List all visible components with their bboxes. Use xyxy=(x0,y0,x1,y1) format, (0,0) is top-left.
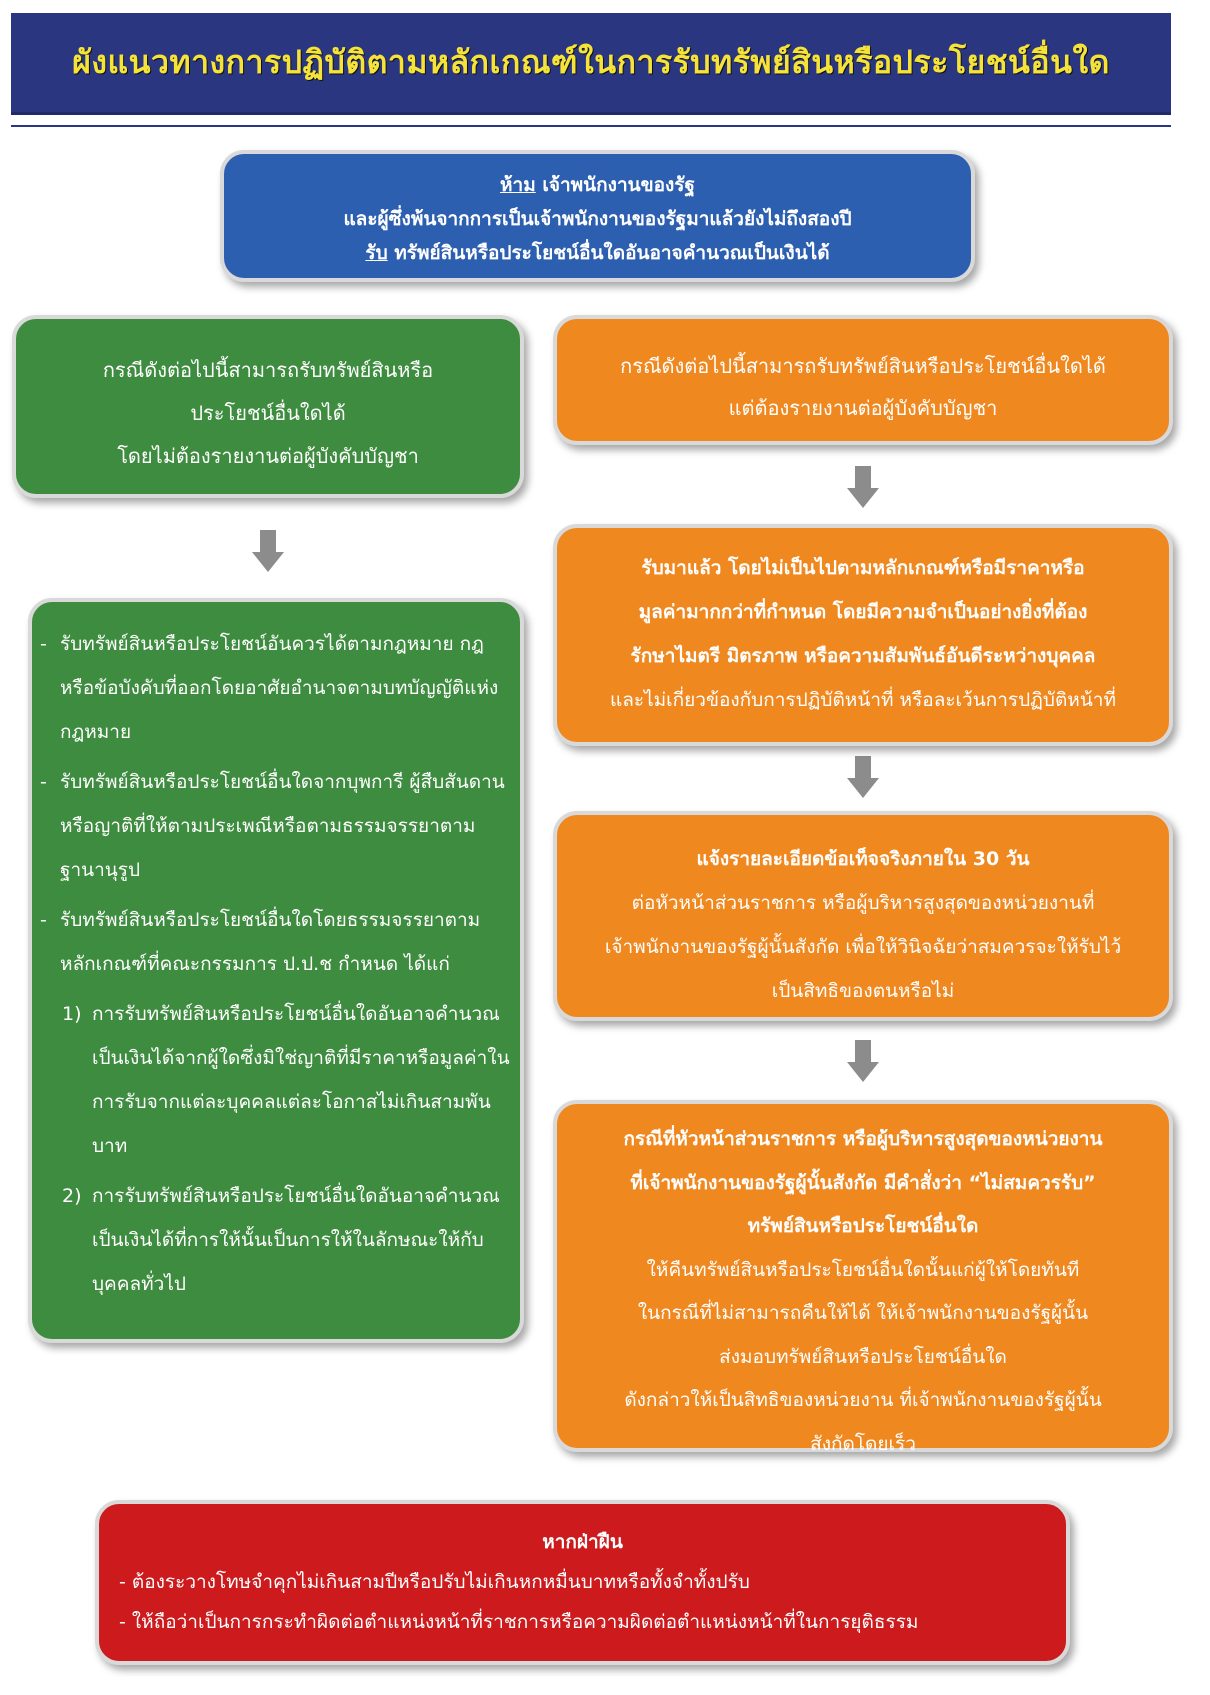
must-report-case-box: กรณีดังต่อไปนี้สามารถรับทรัพย์สินหรือประ… xyxy=(553,315,1173,445)
page-title: ผังแนวทางการปฏิบัติตามหลักเกณฑ์ในการรับท… xyxy=(72,43,1110,81)
list-item: - รับทรัพย์สินหรือประโยชน์อื่นใดโดยธรรมจ… xyxy=(40,898,510,986)
penalty-item: - ต้องระวางโทษจำคุกไม่เกินสามปีหรือปรับไ… xyxy=(119,1571,750,1593)
numbered-item-text: การรับทรัพย์สินหรือประโยชน์อื่นใดอันอาจค… xyxy=(92,1185,500,1295)
numbered-item: 1) การรับทรัพย์สินหรือประโยชน์อื่นใดอันอ… xyxy=(40,992,510,1168)
condition-line: รับมาแล้ว โดยไม่เป็นไปตามหลักเกณฑ์หรือมี… xyxy=(641,557,1085,579)
return-line: สังกัดโดยเร็ว xyxy=(810,1432,916,1455)
prohibition-line-1-rest: เจ้าพนักงานของรัฐ xyxy=(535,174,695,196)
down-arrow-icon xyxy=(845,466,881,510)
header-divider xyxy=(11,125,1171,127)
prohibition-line-3-rest: ทรัพย์สินหรือประโยชน์อื่นใดอันอาจคำนวณเป… xyxy=(387,242,830,264)
report-line: ต่อหัวหน้าส่วนราชการ หรือผู้บริหารสูงสุด… xyxy=(631,892,1095,914)
prohibition-line-2: และผู้ซึ่งพ้นจากการเป็นเจ้าพนักงานของรัฐ… xyxy=(343,208,852,230)
prohibit-word: ห้าม xyxy=(500,174,536,196)
report-line: เป็นสิทธิของตนหรือไม่ xyxy=(771,980,955,1002)
prohibition-line-1: ห้าม เจ้าพนักงานของรัฐ xyxy=(234,168,961,202)
order-line: ทรัพย์สินหรือประโยชน์อื่นใด xyxy=(747,1215,979,1237)
report-line: เจ้าพนักงานของรัฐผู้นั้นสังกัด เพื่อให้ว… xyxy=(604,936,1122,958)
bullet-dash: - xyxy=(40,633,47,655)
return-line: ส่งมอบทรัพย์สินหรือประโยชน์อื่นใด xyxy=(719,1345,1007,1368)
bullet-dash: - xyxy=(40,909,47,931)
exception-condition-box: รับมาแล้ว โดยไม่เป็นไปตามหลักเกณฑ์หรือมี… xyxy=(553,524,1173,746)
must-report-line: กรณีดังต่อไปนี้สามารถรับทรัพย์สินหรือประ… xyxy=(620,354,1106,378)
numbered-item: 2) การรับทรัพย์สินหรือประโยชน์อื่นใดอันอ… xyxy=(40,1174,510,1306)
condition-line: และไม่เกี่ยวข้องกับการปฏิบัติหน้าที่ หรื… xyxy=(610,689,1116,711)
order-line: ที่เจ้าพนักงานของรัฐผู้นั้นสังกัด มีคำสั… xyxy=(630,1171,1096,1194)
return-line: ดังกล่าวให้เป็นสิทธิของหน่วยงาน ที่เจ้าพ… xyxy=(624,1389,1102,1411)
list-item-text: รับทรัพย์สินหรือประโยชน์อื่นใดโดยธรรมจรร… xyxy=(60,909,481,975)
list-item: - รับทรัพย์สินหรือประโยชน์อื่นใดจากบุพกา… xyxy=(40,760,510,892)
report-within-30-days-box: แจ้งรายละเอียดข้อเท็จจริงภายใน 30 วัน ต่… xyxy=(553,811,1173,1021)
prohibition-box: ห้าม เจ้าพนักงานของรัฐ และผู้ซึ่งพ้นจากก… xyxy=(220,150,975,282)
down-arrow-icon xyxy=(250,530,286,574)
condition-line: มูลค่ามากกว่าที่กำหนด โดยมีความจำเป็นอย่… xyxy=(638,601,1088,623)
return-line: ในกรณีที่ไม่สามารถคืนให้ได้ ให้เจ้าพนักง… xyxy=(637,1302,1089,1324)
return-line: ให้คืนทรัพย์สินหรือประโยชน์อื่นใดนั้นแก่… xyxy=(646,1258,1080,1281)
header-banner: ผังแนวทางการปฏิบัติตามหลักเกณฑ์ในการรับท… xyxy=(11,13,1171,115)
penalty-box: หากฝ่าฝืน - ต้องระวางโทษจำคุกไม่เกินสามป… xyxy=(95,1500,1070,1665)
must-report-line: แต่ต้องรายงานต่อผู้บังคับบัญชา xyxy=(728,396,998,420)
penalty-item: - ให้ถือว่าเป็นการกระทำผิดต่อตำแหน่งหน้า… xyxy=(119,1611,919,1633)
report-title: แจ้งรายละเอียดข้อเท็จจริงภายใน 30 วัน xyxy=(696,848,1030,870)
numbered-item-text: การรับทรัพย์สินหรือประโยชน์อื่นใดอันอาจค… xyxy=(92,1003,510,1157)
down-arrow-icon xyxy=(845,1040,881,1084)
no-report-line: โดยไม่ต้องรายงานต่อผู้บังคับบัญชา xyxy=(117,444,419,468)
return-property-box: กรณีที่หัวหน้าส่วนราชการ หรือผู้บริหารสู… xyxy=(553,1100,1173,1455)
list-item: - รับทรัพย์สินหรือประโยชน์อันควรได้ตามกฎ… xyxy=(40,622,510,754)
order-line: กรณีที่หัวหน้าส่วนราชการ หรือผู้บริหารสู… xyxy=(623,1128,1103,1150)
prohibition-line-3: รับ ทรัพย์สินหรือประโยชน์อื่นใดอันอาจคำน… xyxy=(234,236,961,270)
down-arrow-icon xyxy=(845,756,881,800)
no-report-cases-list: - รับทรัพย์สินหรือประโยชน์อันควรได้ตามกฎ… xyxy=(28,598,524,1343)
receive-word: รับ xyxy=(365,242,388,264)
list-item-text: รับทรัพย์สินหรือประโยชน์อันควรได้ตามกฎหม… xyxy=(60,633,499,743)
item-number: 1) xyxy=(62,1003,82,1025)
no-report-line: ประโยชน์อื่นใดได้ xyxy=(190,401,346,425)
no-report-line: กรณีดังต่อไปนี้สามารถรับทรัพย์สินหรือ xyxy=(102,358,434,382)
item-number: 2) xyxy=(62,1185,82,1207)
penalty-title: หากฝ่าฝืน xyxy=(542,1531,623,1553)
condition-line: รักษาไมตรี มิตรภาพ หรือความสัมพันธ์อันดี… xyxy=(630,645,1096,667)
list-item-text: รับทรัพย์สินหรือประโยชน์อื่นใดจากบุพการี… xyxy=(60,771,505,881)
no-report-case-box: กรณีดังต่อไปนี้สามารถรับทรัพย์สินหรือ ปร… xyxy=(12,315,524,498)
bullet-dash: - xyxy=(40,771,47,793)
